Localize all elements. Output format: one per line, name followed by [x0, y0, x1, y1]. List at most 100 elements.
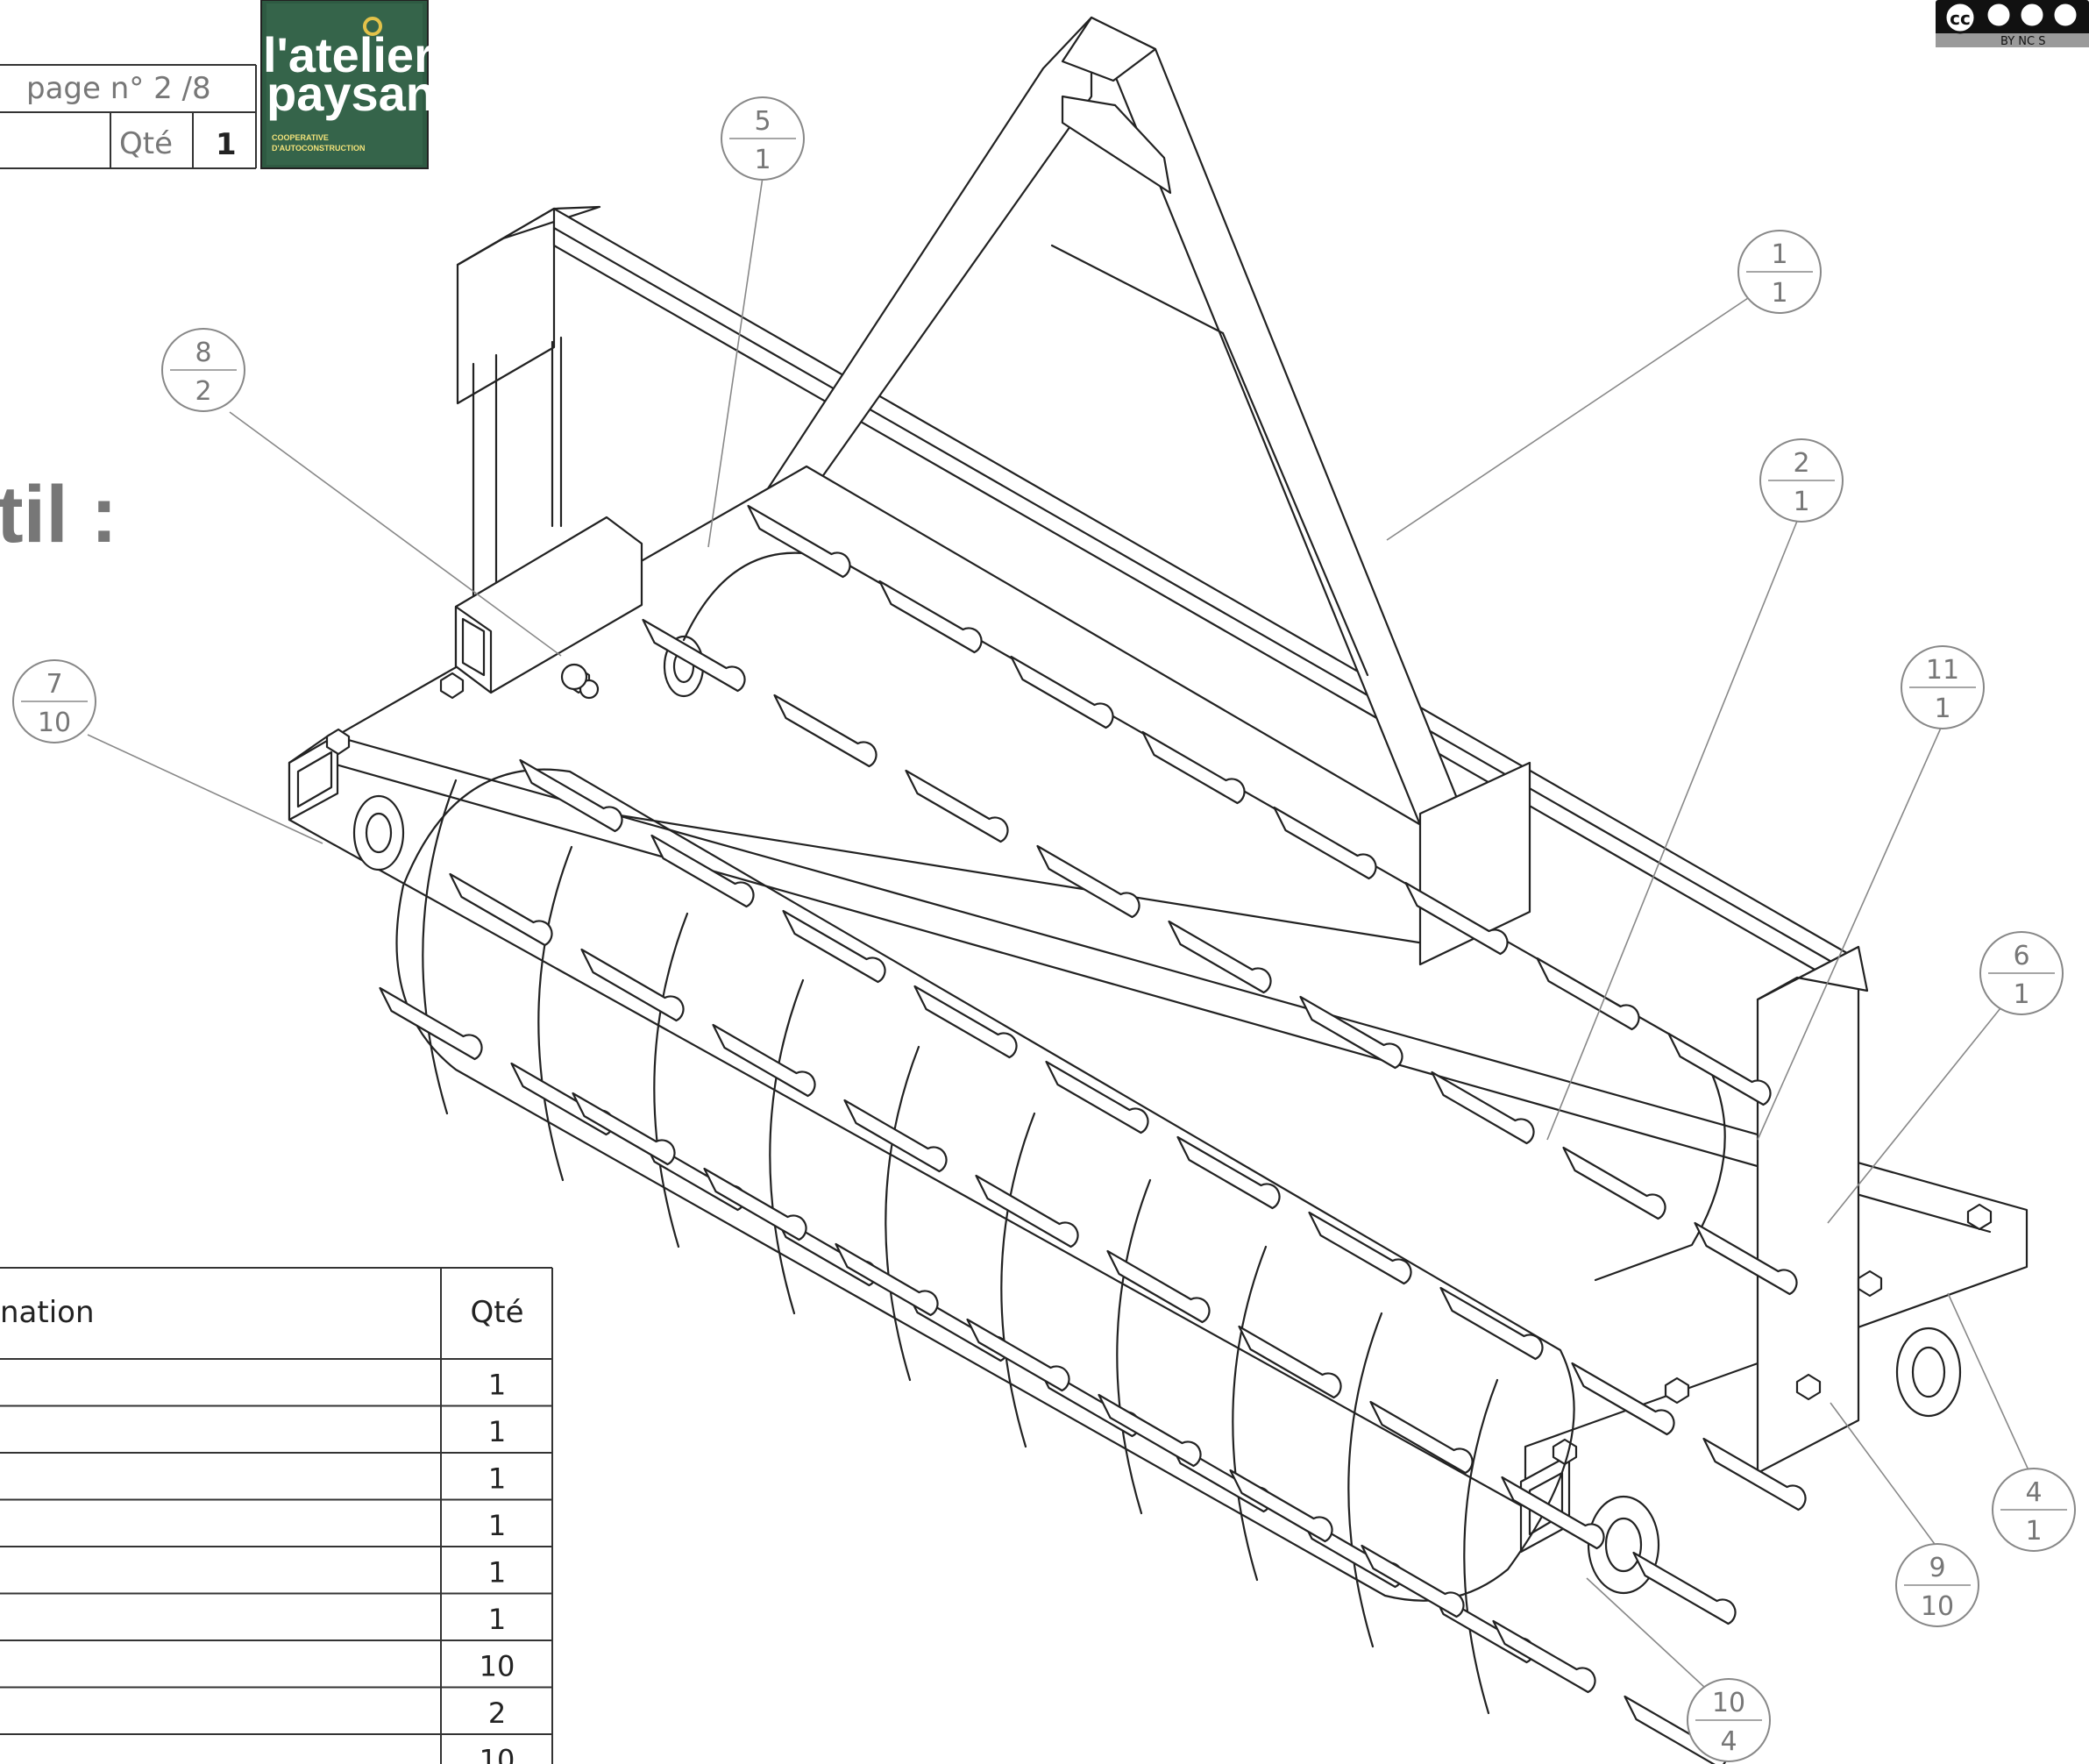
nc-icon	[2018, 1, 2046, 29]
balloon-item-number: 8	[195, 338, 211, 368]
tine	[975, 1174, 1079, 1248]
tine	[1492, 1619, 1596, 1694]
balloon-item-number: 2	[1793, 448, 1809, 479]
tine	[1667, 1032, 1772, 1106]
logo-tag2: D'AUTOCONSTRUCTION	[272, 144, 365, 153]
balloon-item-number: 9	[1929, 1553, 1945, 1583]
title-block: page n° 2 /8 Qté 1	[0, 64, 257, 169]
title-fragment: til :	[0, 470, 117, 559]
tine	[1404, 881, 1509, 956]
drum-disc-arcs	[422, 779, 1499, 1715]
bolts	[325, 663, 1993, 1466]
drum-disc	[653, 912, 689, 1248]
tine	[642, 618, 746, 693]
drum-disc	[1463, 1378, 1499, 1715]
tine	[878, 580, 983, 654]
tine	[1536, 957, 1640, 1031]
tine	[843, 1099, 948, 1173]
cc-icon	[1943, 1, 1977, 34]
balloon-8: 82	[161, 328, 245, 412]
tine	[1361, 1544, 1465, 1618]
logo-tag1: COOPERATIVE	[272, 133, 329, 142]
tine	[1299, 995, 1403, 1070]
balloon-quantity: 4	[1720, 1726, 1737, 1757]
table-qty-cell: 1	[488, 1556, 506, 1590]
balloon-quantity: 10	[1921, 1591, 1954, 1622]
tine	[703, 1167, 807, 1241]
balloon-1: 11	[1737, 230, 1822, 314]
logo-line1: l'atelier	[263, 27, 433, 82]
balloon-item-number: 6	[2013, 941, 2029, 971]
balloon-10: 104	[1687, 1678, 1771, 1762]
tine	[1229, 1469, 1333, 1543]
sa-icon	[2051, 1, 2079, 29]
balloon-2: 21	[1759, 438, 1844, 523]
tine	[835, 1242, 939, 1317]
tine	[1141, 730, 1246, 805]
tine	[1168, 920, 1272, 994]
cc-terms: BY NC S	[2000, 35, 2045, 48]
tine	[519, 758, 623, 833]
drum-disc	[537, 845, 573, 1182]
tine	[1694, 1221, 1798, 1296]
table-qty-cell: 10	[480, 1744, 515, 1764]
qty-header-label: Qté	[119, 126, 173, 161]
tine	[966, 1318, 1070, 1392]
cc-badge-text: cc	[1950, 8, 1971, 29]
drum-disc	[422, 779, 458, 1115]
balloon-9: 910	[1895, 1543, 1979, 1627]
balloon-quantity: 2	[195, 376, 211, 407]
table-qty-cell: 1	[488, 1369, 506, 1402]
drum-disc	[1116, 1178, 1152, 1515]
tine	[913, 985, 1018, 1059]
tower-top-plate	[1061, 95, 1172, 195]
balloon-quantity: 1	[1793, 487, 1809, 517]
table-qty-cell: 1	[488, 1462, 506, 1496]
tine	[712, 1023, 816, 1098]
by-icon	[1985, 1, 2013, 29]
balloon-6: 61	[1979, 931, 2064, 1015]
tine	[379, 986, 483, 1061]
table-qty-cell: 1	[488, 1509, 506, 1542]
qty-column-header: Qté	[470, 1295, 523, 1330]
tines	[379, 504, 1807, 1764]
balloon-11: 111	[1901, 645, 1985, 729]
tine	[1106, 1249, 1211, 1324]
balloon-quantity: 1	[1934, 694, 1950, 724]
tine	[1036, 844, 1140, 919]
table-qty-cell: 2	[488, 1696, 506, 1730]
tine	[1702, 1437, 1807, 1511]
balloon-item-number: 5	[754, 106, 771, 137]
drum-disc	[769, 978, 805, 1315]
cc-license-badge: cc BY NC S	[1936, 0, 2089, 48]
balloon-item-number: 4	[2025, 1477, 2042, 1508]
leader-lines	[87, 176, 2035, 1711]
sun-icon	[363, 17, 382, 36]
tine	[1176, 1135, 1281, 1210]
tine	[1369, 1400, 1474, 1475]
tine	[1238, 1325, 1342, 1399]
tine	[1045, 1060, 1149, 1135]
tine	[1431, 1070, 1535, 1145]
balloon-item-number: 11	[1926, 655, 1959, 686]
tine	[1562, 1146, 1666, 1220]
balloon-item-number: 10	[1712, 1688, 1745, 1718]
tine	[773, 694, 878, 768]
table-qty-cell: 1	[488, 1603, 506, 1636]
balloon-quantity: 1	[2025, 1516, 2042, 1547]
balloon-quantity: 1	[1771, 278, 1787, 309]
tine	[1632, 1551, 1737, 1625]
balloon-quantity: 1	[754, 145, 771, 175]
balloon-item-number: 1	[1771, 239, 1787, 270]
tine	[449, 872, 553, 947]
balloon-quantity: 10	[38, 708, 71, 738]
designation-header: nation	[0, 1295, 95, 1330]
tine	[1571, 1362, 1675, 1436]
drum-disc	[1347, 1312, 1383, 1648]
tine	[782, 909, 886, 984]
table-qty-cell: 10	[480, 1650, 515, 1683]
